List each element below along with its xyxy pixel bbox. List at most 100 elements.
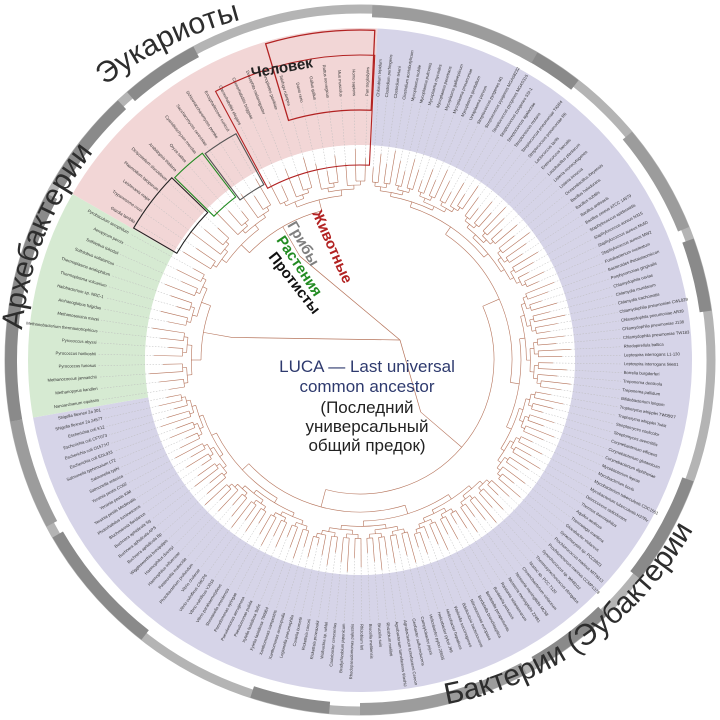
tree-branch — [423, 169, 434, 194]
tree-branch — [509, 456, 529, 470]
tree-branch — [189, 412, 194, 415]
leaf-label: Chlorobium tepidum — [375, 59, 383, 97]
tree-branch — [195, 291, 200, 294]
leaf-guide — [343, 571, 348, 622]
tree-branch — [483, 488, 504, 510]
tree-branch — [372, 537, 375, 562]
tree-branch — [532, 316, 535, 322]
tree-branch — [211, 432, 217, 436]
tree-branch — [232, 493, 243, 506]
leaf-guide — [421, 112, 446, 181]
tree-branch — [170, 295, 193, 304]
leaf-label: Methanosarcina mazei — [57, 311, 99, 322]
tree-branch — [440, 514, 444, 519]
tree-branch — [415, 526, 425, 530]
tree-branch — [519, 398, 527, 421]
leaf-guide — [543, 439, 601, 465]
tree-branch — [241, 211, 249, 221]
tree-branch — [500, 448, 505, 451]
tree-branch — [244, 222, 248, 227]
leaf-guide — [176, 172, 216, 212]
tree-branch — [273, 512, 276, 517]
tree-branch — [418, 519, 431, 525]
tree-branch — [307, 188, 309, 193]
tree-branch — [497, 250, 502, 254]
tree-branch — [190, 306, 195, 309]
tree-branch — [231, 501, 252, 528]
tree-branch — [482, 235, 491, 245]
tree-branch — [166, 394, 181, 398]
leaf-guide — [98, 364, 164, 366]
tree-branch — [482, 230, 488, 236]
leaf-label: Treponema denticola — [623, 379, 663, 387]
tree-branch — [406, 159, 416, 188]
tree-branch — [345, 163, 348, 186]
leaf-guide — [162, 493, 208, 533]
tree-branch — [541, 380, 571, 385]
tree-branch — [253, 489, 257, 494]
tree-branch — [281, 185, 289, 201]
leaf-guide — [101, 389, 170, 401]
tree-branch — [397, 185, 399, 190]
leaf-guide — [517, 469, 576, 511]
tree-branch — [263, 506, 266, 511]
tree-branch — [263, 213, 266, 218]
tree-branch — [529, 318, 534, 321]
leaf-label: Brucella suis — [377, 623, 384, 647]
leaf-label: Methanococcus jannaschii — [47, 374, 96, 382]
tree-branch — [212, 264, 217, 268]
leaf-guide — [437, 544, 463, 602]
tree-branch — [512, 251, 538, 268]
leaf-guide — [193, 515, 233, 563]
leaf-guides — [98, 98, 622, 622]
tree-branch — [530, 393, 536, 396]
tree-branch — [524, 415, 529, 418]
tree-branch — [193, 268, 205, 275]
tree-branch — [434, 170, 448, 199]
tree-branch — [440, 508, 452, 515]
tree-branch — [159, 379, 184, 383]
leaf-label: Chlamydophila pneumoniae TW183 — [623, 329, 690, 340]
tree-branch — [464, 197, 479, 216]
tree-branch — [439, 200, 446, 204]
tree-branch — [527, 291, 549, 300]
tree-branch — [439, 181, 450, 201]
leaf-guide — [542, 412, 612, 433]
tree-branch — [219, 488, 232, 501]
tree-branch — [526, 281, 539, 287]
leaf-guide — [570, 383, 621, 391]
leaf-guide — [503, 176, 548, 219]
leaf-guide — [99, 331, 161, 339]
tree-branch — [340, 190, 343, 196]
leaf-guide — [477, 153, 522, 209]
leaf-guide — [530, 455, 589, 489]
tree-branch — [326, 170, 330, 184]
tree-branch — [536, 382, 541, 385]
tree-branch — [423, 526, 430, 539]
tree-branch — [473, 224, 477, 229]
tree-branch — [237, 484, 248, 494]
leaf-guide — [117, 437, 171, 460]
leaf-guide — [137, 467, 187, 499]
luca-title: LUCA — Last universal — [279, 357, 455, 376]
leaf-guide — [292, 557, 309, 614]
leaf-guide — [456, 523, 494, 586]
leaf-guide — [101, 319, 153, 329]
leaf-guide — [106, 408, 175, 427]
tree-branch — [450, 508, 454, 513]
leaf-label: Rickettsia prowazekii — [309, 620, 320, 659]
tree-branch — [534, 391, 536, 398]
leaf-guide — [485, 519, 522, 567]
leaf-guide — [186, 163, 229, 211]
leaf-label: Pyrococcus furiosus — [59, 363, 97, 369]
tree-branch — [218, 489, 239, 512]
tree-branch — [197, 463, 215, 476]
luca-ru-line1: (Последний — [320, 398, 413, 417]
tree-branch — [415, 529, 418, 534]
tree-branch — [240, 194, 259, 218]
leaf-guide — [418, 109, 438, 170]
tree-branch — [266, 206, 270, 211]
tree-branch — [516, 281, 521, 284]
tree-branch — [378, 536, 385, 538]
leaf-label: Leptospira interrogans L1-130 — [624, 351, 681, 357]
